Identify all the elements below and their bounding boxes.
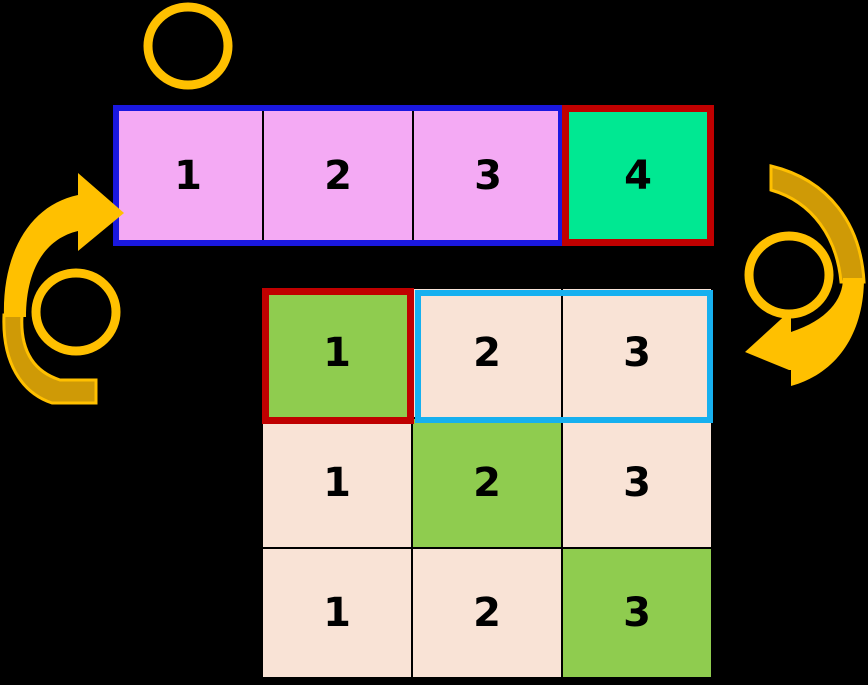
lower-3x3-grid: 1 2 3 1 2 3 1 2 3 <box>262 288 712 678</box>
grid-cell-r3c3[interactable]: 3 <box>562 548 712 678</box>
top-cell-3[interactable]: 3 <box>413 105 563 246</box>
rotate-clockwise-icon <box>744 164 866 386</box>
grid-cell-r1c2[interactable]: 2 <box>412 288 562 418</box>
grid-cell-r3c2[interactable]: 2 <box>412 548 562 678</box>
top-cell-1[interactable]: 1 <box>113 105 263 246</box>
grid-cell-r1c3[interactable]: 3 <box>562 288 712 418</box>
top-cell-4[interactable]: 4 <box>563 105 713 246</box>
grid-cell-r2c2[interactable]: 2 <box>412 418 562 548</box>
grid-cell-r3c1[interactable]: 1 <box>262 548 412 678</box>
grid-cell-r2c3[interactable]: 3 <box>562 418 712 548</box>
top-cell-2[interactable]: 2 <box>263 105 413 246</box>
ring-top-icon <box>143 2 233 90</box>
grid-cell-r1c1[interactable]: 1 <box>262 288 412 418</box>
grid-cell-r2c1[interactable]: 1 <box>262 418 412 548</box>
top-row-array: 1 2 3 4 <box>113 105 714 246</box>
